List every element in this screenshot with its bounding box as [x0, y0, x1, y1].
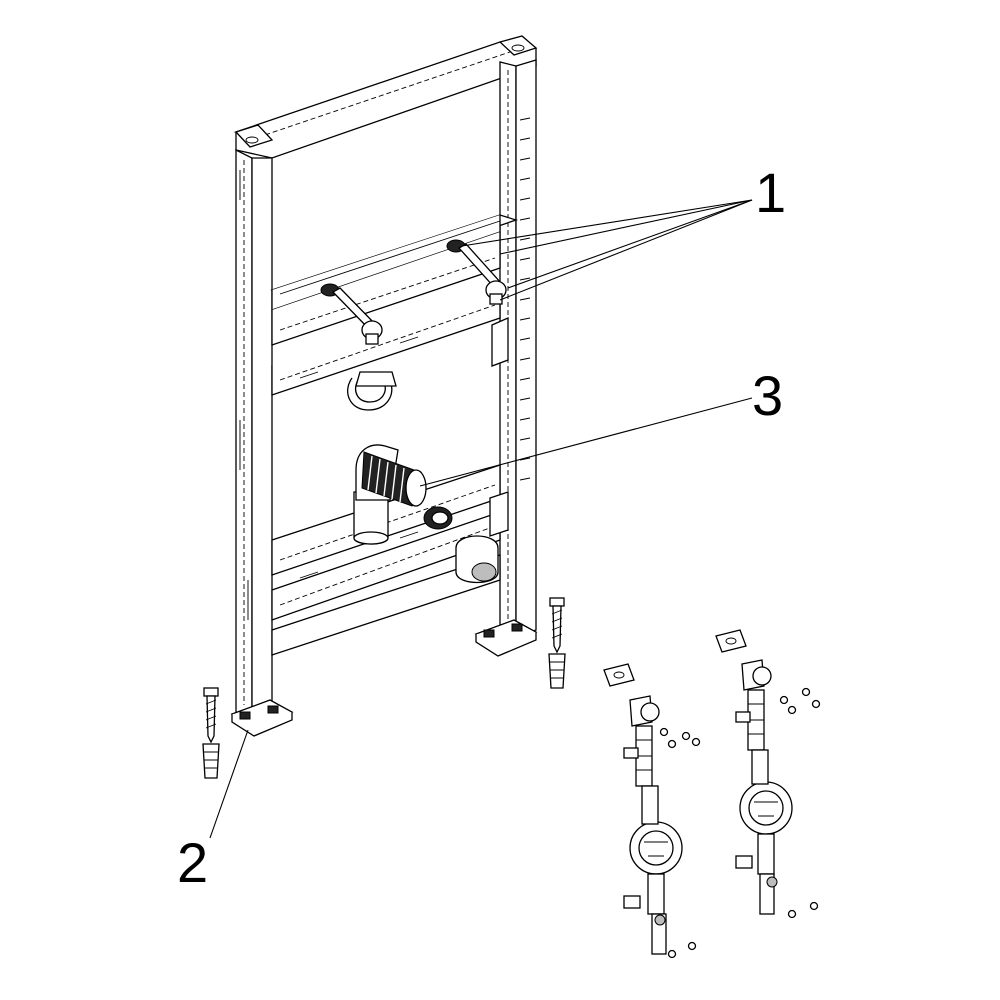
- callout-label-3: 3: [752, 364, 784, 427]
- leader-2: [209, 729, 249, 839]
- leader-1c: [507, 199, 753, 289]
- leader-1d: [499, 199, 753, 301]
- anchor-set-left: [202, 687, 220, 779]
- side-bracket: [491, 317, 509, 367]
- hanger-bolts: [320, 239, 507, 345]
- drain-elbow: [353, 444, 427, 545]
- supply-assembly-right: [715, 629, 821, 919]
- supply-assembly-left: [603, 663, 701, 959]
- hanger-bolt-right: [446, 239, 507, 305]
- leader-1b: [499, 199, 753, 255]
- right-foot-bracket: [474, 619, 538, 657]
- callout-label-2: 2: [177, 831, 209, 894]
- callout-leader-lines: [209, 199, 753, 839]
- leader-1a: [461, 199, 753, 247]
- left-foot-bracket: [230, 699, 294, 737]
- leader-3: [419, 397, 753, 487]
- drain-coupling: [423, 506, 453, 530]
- pipe-clamp: [347, 371, 397, 411]
- hanger-bolt-left: [320, 283, 383, 345]
- anchor-set-right: [548, 597, 566, 689]
- callout-label-1: 1: [755, 161, 787, 224]
- drain-housing: [455, 491, 509, 584]
